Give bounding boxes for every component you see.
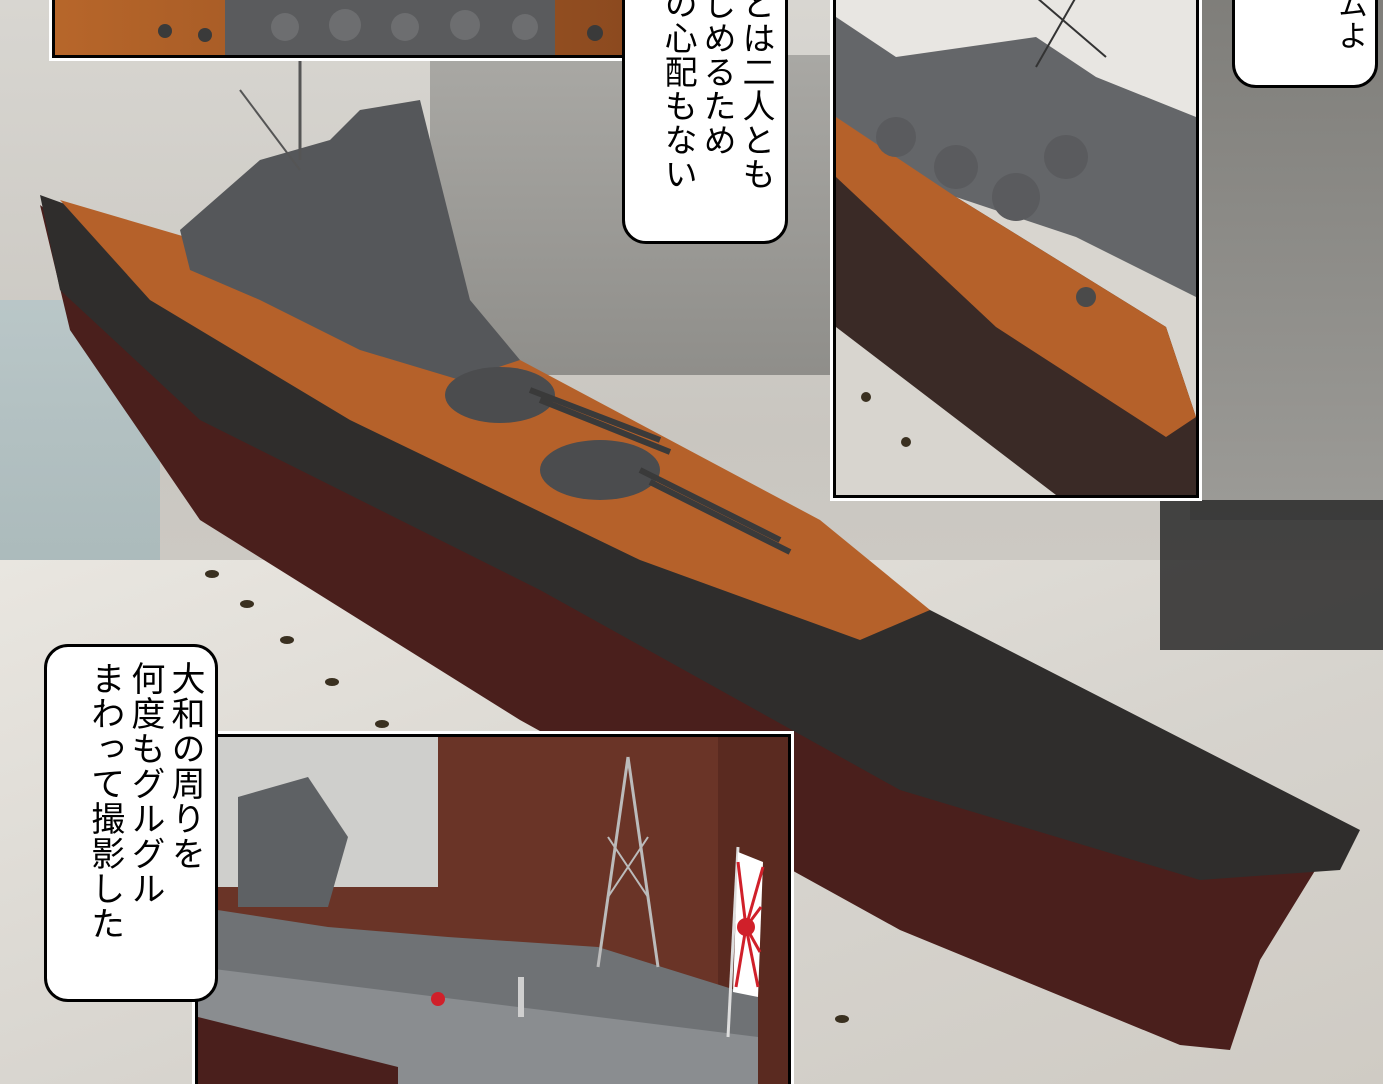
gun-barrel [638, 467, 782, 543]
mast-wire [239, 89, 301, 171]
speech-bubble-top-center: とは二人とも じめるため の心配もない [622, 0, 788, 244]
bubble-line: とは二人とも [737, 0, 776, 191]
seating-area [1160, 500, 1383, 650]
floor-light [205, 570, 219, 578]
rising-sun-flag-icon [733, 852, 765, 997]
gun-barrel [528, 387, 662, 443]
gun-barrel [538, 397, 672, 455]
bubble-line: 何度もグルグル [124, 661, 165, 906]
floor-light [375, 720, 389, 728]
bubble-line: ムよ [1332, 0, 1367, 51]
bubble-line: 大和の周りを [165, 661, 205, 871]
panel-bow-flag [192, 731, 794, 1084]
floor-light [240, 600, 254, 608]
turret [540, 440, 660, 500]
deck-closeup-photo [158, 0, 603, 55]
superstructure-photo [836, 0, 1196, 495]
floor-light [280, 636, 294, 644]
bubble-line: じめるため [698, 0, 738, 157]
floor-light [325, 678, 339, 686]
bow-flag-photo [198, 737, 788, 1084]
speech-bubble-top-right: ムよ [1232, 0, 1378, 88]
gun-barrel [648, 479, 792, 555]
floor-light [835, 1015, 849, 1023]
flag-pole [726, 846, 740, 1038]
turret [445, 367, 555, 423]
bubble-line: まわって撮影した [84, 661, 125, 941]
panel-deck-closeup [49, 0, 631, 61]
panel-superstructure-closeup [830, 0, 1202, 501]
bubble-line: の心配もない [659, 0, 699, 191]
speech-bubble-bottom-left: 大和の周りを 何度もグルグル まわって撮影した [44, 644, 218, 1002]
superstructure [180, 100, 520, 380]
